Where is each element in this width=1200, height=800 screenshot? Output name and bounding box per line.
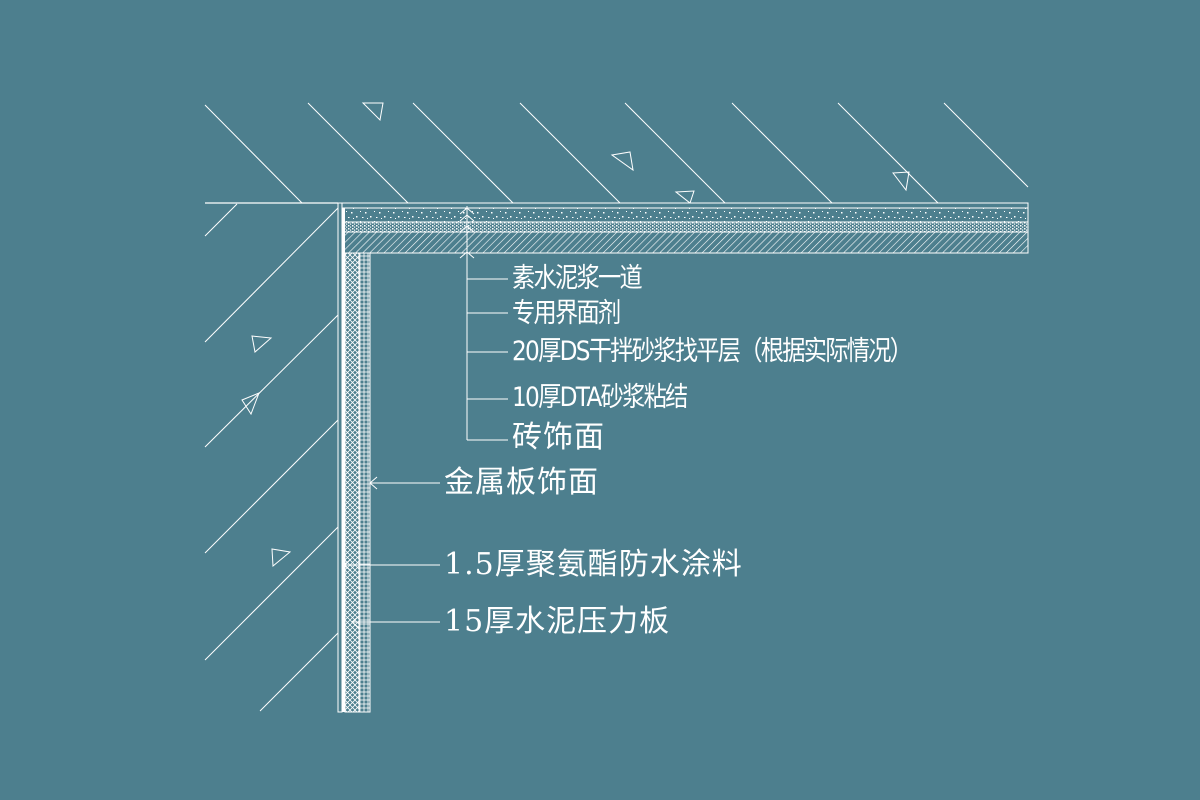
- ceiling-callout-leader: [459, 206, 508, 441]
- wall-hatch: [204, 203, 339, 712]
- ceiling-layer-stack: [337, 202, 1029, 254]
- label-tile-finish: 砖饰面: [512, 420, 605, 455]
- label-interface-agent: 专用界面剂: [512, 298, 621, 329]
- label-dta-mortar: 10厚DTA砂浆粘结: [512, 382, 688, 413]
- ceiling-slab-hatch: [204, 102, 1029, 204]
- label-cement-slurry: 素水泥浆一道: [512, 263, 643, 294]
- wall-callout-leaders: [343, 476, 440, 629]
- label-pu-waterproofing: 1.5厚聚氨酯防水涂料: [444, 547, 743, 582]
- label-metal-panel: 金属板饰面: [444, 465, 599, 500]
- wall-layer-stack: [337, 202, 371, 713]
- label-cement-board: 15厚水泥压力板: [444, 604, 671, 639]
- label-leveling-mortar: 20厚DS干拌砂浆找平层（根据实际情况）: [512, 336, 913, 367]
